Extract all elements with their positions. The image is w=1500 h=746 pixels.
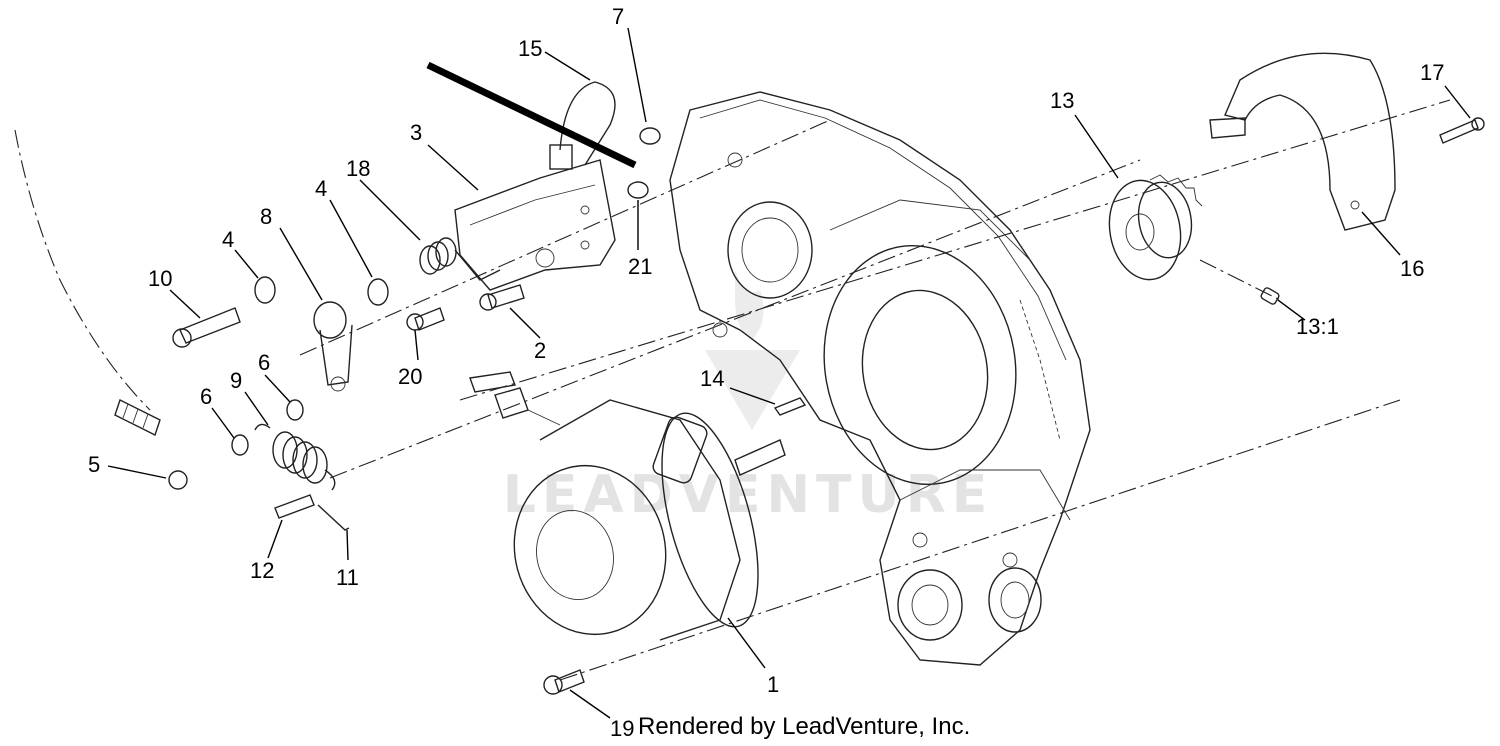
callout-13-1: 13:1	[1296, 314, 1339, 339]
bolt-18-head	[543, 675, 563, 695]
washer-6-left	[231, 434, 249, 456]
bolt-16-head	[1471, 117, 1485, 131]
callout-19: 18	[346, 156, 370, 181]
bolt-12-head	[172, 328, 192, 348]
callout-2: 2	[534, 338, 546, 363]
watermark-text: LEADVENTURE	[503, 465, 994, 525]
spring-9	[254, 423, 336, 491]
key-13-1	[1260, 287, 1280, 305]
callout-1: 1	[767, 672, 779, 697]
bolt-20-head	[406, 313, 424, 331]
nut-7	[639, 127, 661, 145]
callout-20: 20	[398, 364, 422, 389]
callout-4: 4	[315, 176, 327, 201]
bolt-2	[487, 284, 525, 309]
callout-11: 11	[336, 565, 359, 590]
cable-tie	[559, 81, 616, 166]
arm-8	[313, 301, 353, 392]
cable-end	[114, 399, 161, 436]
callout-18: 19	[610, 716, 634, 741]
bolt-16	[1439, 119, 1479, 144]
callout-3: 3	[410, 120, 422, 145]
bolt-2-head	[479, 293, 497, 311]
render-credit: Rendered by LeadVenture, Inc.	[638, 713, 970, 740]
clip-14	[773, 397, 807, 416]
callout-8: 8	[260, 204, 272, 229]
cotter-11	[317, 504, 350, 531]
leader-lines	[107, 27, 1471, 719]
callout-21: 21	[628, 254, 652, 279]
callout-17: 15	[518, 36, 542, 61]
pulley-gear	[1108, 174, 1203, 281]
bracket-assembly	[454, 81, 616, 291]
transmission-housing	[669, 91, 1091, 666]
callout-13: 13	[1050, 88, 1074, 113]
indicator-bar	[426, 61, 637, 169]
nut-5	[168, 470, 188, 490]
nut-21	[627, 181, 649, 199]
callout-12: 10	[148, 266, 172, 291]
alignment-axes	[14, 99, 1451, 681]
spring-19	[419, 237, 501, 281]
callout-9: 9	[230, 368, 242, 393]
bushing-4-left	[254, 276, 276, 304]
callout-7: 7	[612, 4, 624, 29]
callout-15: 16	[1400, 256, 1424, 281]
belt-guard	[1209, 52, 1396, 231]
callout-10: 12	[250, 558, 274, 583]
bolt-20	[414, 307, 445, 331]
callout-4: 4	[222, 227, 234, 252]
callout-14: 14	[700, 366, 724, 391]
callouts: 7 15 3 18 8 4 4 10 21 2 20 6 9 6 5 14 13…	[88, 4, 1444, 741]
clutch-assembly	[469, 371, 786, 641]
callout-16: 17	[1420, 60, 1444, 85]
callout-6: 6	[258, 350, 270, 375]
bolt-12	[179, 307, 241, 344]
pin-10	[274, 494, 315, 519]
callout-6: 6	[200, 384, 212, 409]
washer-6-right	[286, 399, 304, 421]
bushing-4-right	[367, 278, 389, 306]
watermark: LEADVENTURE	[503, 270, 994, 525]
bolt-18	[554, 669, 585, 693]
callout-5: 5	[88, 452, 100, 477]
